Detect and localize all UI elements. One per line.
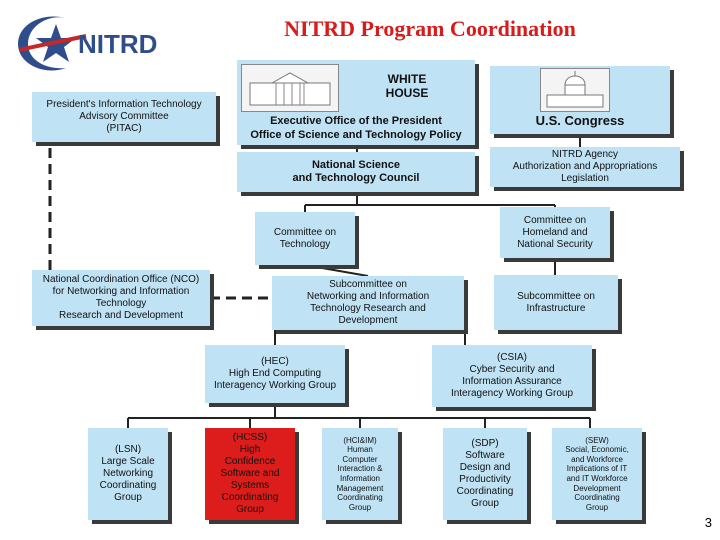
nstc-box: National Science and Technology Council — [237, 152, 475, 192]
congress-box: U.S. Congress — [490, 66, 670, 134]
capitol-image — [540, 68, 610, 112]
hcss-label: (HCSS) High Confidence Software and Syst… — [220, 432, 280, 515]
page-number: 3 — [704, 515, 712, 530]
hcss-box: (HCSS) High Confidence Software and Syst… — [205, 428, 295, 520]
congress-label: U.S. Congress — [535, 113, 625, 128]
hciim-label: (HCI&IM) Human Computer Interaction & In… — [336, 435, 384, 512]
subcommittee-nitrd-label: Subcommittee on Networking and Informati… — [306, 279, 430, 326]
committee-homeland-label: Committee on Homeland and National Secur… — [517, 214, 593, 250]
hec-label: (HEC) High End Computing Interagency Wor… — [213, 356, 337, 391]
page-title: NITRD Program Coordination — [284, 16, 576, 41]
subcommittee-infrastructure-box: Subcommittee on Infrastructure — [494, 275, 618, 330]
csia-box: (CSIA) Cyber Security and Information As… — [432, 345, 592, 407]
pitac-box: President's Information Technology Advis… — [32, 92, 216, 142]
white-house-image — [241, 64, 339, 112]
hec-box: (HEC) High End Computing Interagency Wor… — [205, 345, 345, 403]
committee-technology-label: Committee on Technology — [273, 226, 337, 250]
sdp-box: (SDP) Software Design and Productivity C… — [443, 428, 527, 520]
subcommittee-infrastructure-label: Subcommittee on Infrastructure — [517, 290, 595, 314]
nco-label: National Coordination Office (NCO) for N… — [42, 274, 200, 321]
sew-box: (SEW) Social, Economic, and Workforce Im… — [552, 428, 642, 520]
subcommittee-nitrd-box: Subcommittee on Networking and Informati… — [272, 276, 464, 330]
committee-homeland-box: Committee on Homeland and National Secur… — [500, 207, 610, 258]
lsn-label: (LSN) Large Scale Networking Coordinatin… — [99, 444, 157, 503]
pitac-label: President's Information Technology Advis… — [46, 99, 202, 134]
white-house-label: WHITE HOUSE — [385, 71, 429, 100]
sew-label: (SEW) Social, Economic, and Workforce Im… — [565, 435, 629, 512]
agency-authorization-label: NITRD Agency Authorization and Appropria… — [512, 149, 658, 184]
nstc-label: National Science and Technology Council — [292, 158, 420, 184]
nitrd-logo: NITRD — [8, 6, 168, 76]
eop-box: Executive Office of the President Office… — [237, 112, 475, 145]
lsn-box: (LSN) Large Scale Networking Coordinatin… — [88, 428, 168, 520]
white-house-box: WHITE HOUSE — [237, 60, 475, 112]
eop-label: Executive Office of the President Office… — [250, 115, 462, 141]
logo-text: NITRD — [78, 29, 157, 59]
nco-box: National Coordination Office (NCO) for N… — [32, 270, 210, 326]
hciim-box: (HCI&IM) Human Computer Interaction & In… — [322, 428, 398, 520]
csia-label: (CSIA) Cyber Security and Information As… — [450, 352, 574, 399]
committee-technology-box: Committee on Technology — [255, 212, 355, 265]
agency-authorization-box: NITRD Agency Authorization and Appropria… — [490, 147, 680, 187]
sdp-label: (SDP) Software Design and Productivity C… — [456, 438, 514, 509]
